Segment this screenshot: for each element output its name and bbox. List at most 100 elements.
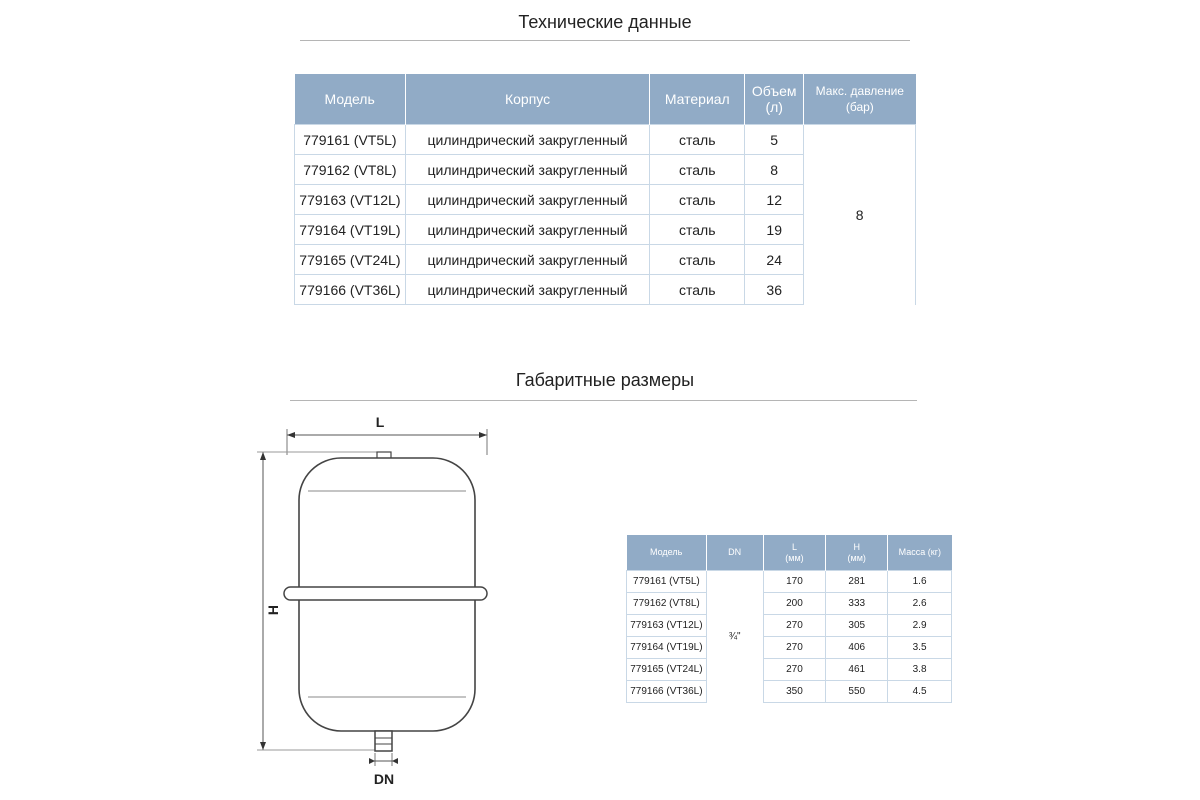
cell-mass: 4.5 — [887, 680, 952, 703]
cell-body: цилиндрический закругленный — [405, 214, 651, 245]
header-pressure-line1: Макс. давление — [815, 84, 904, 98]
cell-volume: 8 — [744, 154, 805, 185]
header-pressure-line2: (бар) — [845, 100, 874, 114]
cell-length: 170 — [763, 570, 827, 593]
cell-dn: ¾" — [706, 570, 764, 703]
dn-arrow-left — [369, 758, 375, 764]
header-volume: Объем(л) — [744, 74, 805, 125]
cell-body: цилиндрический закругленный — [405, 244, 651, 275]
tank-band — [283, 586, 488, 601]
cell-body: цилиндрический закругленный — [405, 184, 651, 215]
header-mass: Масса (кг) — [887, 535, 952, 571]
cell-mass: 2.9 — [887, 614, 952, 637]
cell-volume: 5 — [744, 124, 805, 155]
cell-height: 281 — [825, 570, 889, 593]
cell-material: сталь — [649, 184, 746, 215]
cell-model: 779161 (VT5L) — [294, 124, 406, 155]
cell-model: 779162 (VT8L) — [626, 592, 707, 615]
header-height: H(мм) — [825, 535, 889, 571]
table-row: 779166 (VT36L) цилиндрический закругленн… — [294, 274, 916, 305]
dimensions-table: Модель DN L(мм) H(мм) Масса (кг) 779161 … — [626, 535, 952, 703]
table-row: 779165 (VT24L) 270 461 3.8 — [626, 658, 952, 681]
cell-height: 461 — [825, 658, 889, 681]
cell-length: 270 — [763, 636, 827, 659]
header-height-line1: H — [853, 541, 860, 552]
cell-material: сталь — [649, 214, 746, 245]
cell-mass: 1.6 — [887, 570, 952, 593]
table-row: 779164 (VT19L) цилиндрический закругленн… — [294, 214, 916, 245]
cell-model: 779166 (VT36L) — [294, 274, 406, 305]
cell-model: 779161 (VT5L) — [626, 570, 707, 593]
dims-table-header-row: Модель DN L(мм) H(мм) Масса (кг) — [626, 535, 952, 571]
table-row: 779165 (VT24L) цилиндрический закругленн… — [294, 244, 916, 275]
cell-length: 200 — [763, 592, 827, 615]
cell-body: цилиндрический закругленный — [405, 154, 651, 185]
table-row: 779162 (VT8L) 200 333 2.6 — [626, 592, 952, 615]
length-arrow-left — [287, 432, 295, 438]
cell-model: 779163 (VT12L) — [626, 614, 707, 637]
cell-model: 779165 (VT24L) — [626, 658, 707, 681]
length-arrow-right — [479, 432, 487, 438]
cell-max-pressure: 8 — [803, 124, 916, 305]
dn-label: DN — [374, 771, 394, 787]
cell-volume: 24 — [744, 244, 805, 275]
table-row: 779166 (VT36L) 350 550 4.5 — [626, 680, 952, 703]
dn-arrow-right — [392, 758, 398, 764]
cell-volume: 19 — [744, 214, 805, 245]
cell-height: 305 — [825, 614, 889, 637]
cell-mass: 3.8 — [887, 658, 952, 681]
header-model: Модель — [294, 74, 406, 125]
cell-body: цилиндрический закругленный — [405, 274, 651, 305]
length-label: L — [376, 414, 385, 430]
height-arrow-top — [260, 452, 266, 460]
header-volume-line1: Объем — [751, 83, 797, 99]
cell-length: 270 — [763, 614, 827, 637]
cell-mass: 3.5 — [887, 636, 952, 659]
cell-height: 406 — [825, 636, 889, 659]
dimensions-title: Габаритные размеры — [515, 370, 695, 390]
header-dn: DN — [706, 535, 764, 571]
table-row: 779164 (VT19L) 270 406 3.5 — [626, 636, 952, 659]
header-height-line2: (мм) — [847, 552, 866, 563]
spec-table-header-row: Модель Корпус Материал Объем(л) Макс. да… — [294, 74, 916, 125]
cell-height: 550 — [825, 680, 889, 703]
cell-length: 270 — [763, 658, 827, 681]
header-body: Корпус — [405, 74, 651, 125]
cell-material: сталь — [649, 244, 746, 275]
header-max-pressure: Макс. давление (бар) — [803, 74, 916, 125]
cell-mass: 2.6 — [887, 592, 952, 615]
table-row: 779163 (VT12L) 270 305 2.9 — [626, 614, 952, 637]
cell-body: цилиндрический закругленный — [405, 124, 651, 155]
cell-model: 779164 (VT19L) — [626, 636, 707, 659]
tech-data-divider — [300, 40, 910, 41]
table-row: 779161 (VT5L) ¾" 170 281 1.6 — [626, 570, 952, 703]
header-length-line2: (мм) — [785, 552, 804, 563]
cell-material: сталь — [649, 274, 746, 305]
table-row: 779162 (VT8L) цилиндрический закругленны… — [294, 154, 916, 185]
cell-length: 350 — [763, 680, 827, 703]
header-model: Модель — [626, 535, 707, 571]
connection-fitting — [374, 730, 393, 752]
header-length: L(мм) — [763, 535, 827, 571]
header-volume-line2: (л) — [765, 99, 783, 115]
cell-material: сталь — [649, 124, 746, 155]
cell-material: сталь — [649, 154, 746, 185]
header-length-line1: L — [791, 541, 797, 552]
height-arrow-bottom — [260, 742, 266, 750]
tank-dimension-diagram: L H DN — [257, 414, 488, 787]
cell-model: 779163 (VT12L) — [294, 184, 406, 215]
height-label: H — [265, 605, 281, 615]
cell-height: 333 — [825, 592, 889, 615]
table-row: 779163 (VT12L) цилиндрический закругленн… — [294, 184, 916, 215]
cell-model: 779165 (VT24L) — [294, 244, 406, 275]
dimensions-divider — [290, 400, 917, 401]
spec-table: Модель Корпус Материал Объем(л) Макс. да… — [294, 74, 916, 305]
cell-volume: 36 — [744, 274, 805, 305]
cell-model: 779162 (VT8L) — [294, 154, 406, 185]
header-material: Материал — [649, 74, 746, 125]
cell-model: 779164 (VT19L) — [294, 214, 406, 245]
cell-volume: 12 — [744, 184, 805, 215]
cell-model: 779166 (VT36L) — [626, 680, 707, 703]
tech-data-title: Технические данные — [518, 12, 692, 32]
table-row: 779161 (VT5L) цилиндрический закругленны… — [294, 124, 916, 305]
